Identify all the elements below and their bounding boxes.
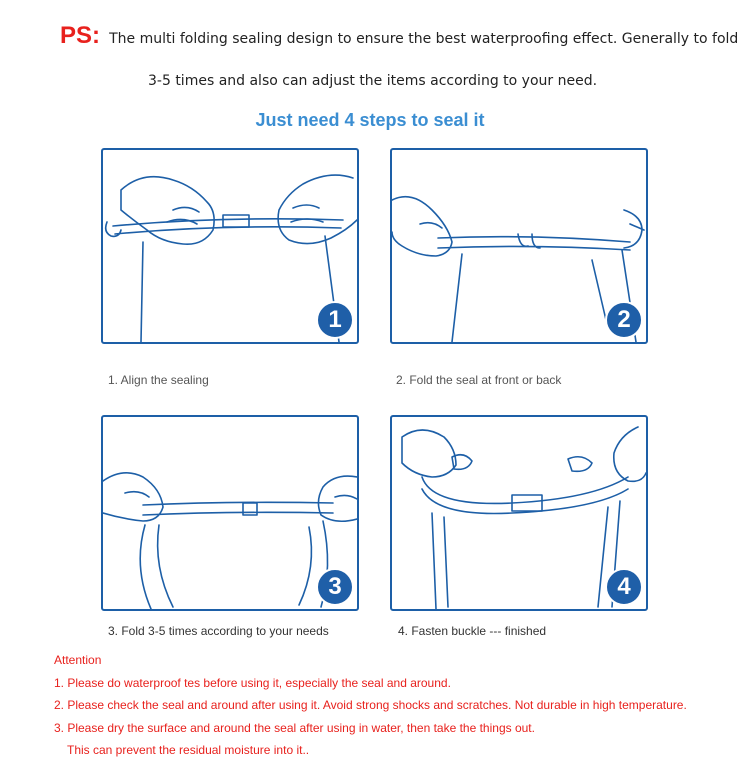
step-3-badge-icon (316, 568, 354, 606)
step-3-number: 3 (328, 573, 342, 600)
ps-text-line-2: 3-5 times and also can adjust the items … (148, 73, 598, 89)
step-4-badge-icon (605, 568, 643, 606)
ps-text-line-1: The multi folding sealing design to ensu… (109, 31, 739, 47)
attention-item-3: 3. Please dry the surface and around the… (54, 720, 535, 735)
step-1-illustration: 1 (101, 148, 359, 344)
ps-label: PS: (60, 22, 101, 49)
step-1-badge-icon (316, 301, 354, 339)
step-2-caption: 2. Fold the seal at front or back (396, 373, 562, 387)
attention-heading: Attention (54, 653, 102, 667)
attention-item-1: 1. Please do waterproof tes before using… (54, 675, 451, 690)
step-1-number: 1 (328, 306, 342, 333)
attention-section: Attention 1. Please do waterproof tes be… (54, 652, 687, 765)
steps-title: Just need 4 steps to seal it (255, 110, 485, 130)
step-2-badge-icon (605, 301, 643, 339)
step-4-caption: 4. Fasten buckle --- finished (398, 624, 547, 638)
attention-item-2: 2. Please check the seal and around afte… (54, 698, 687, 712)
step-4-number: 4 (617, 573, 631, 600)
step-3-caption: 3. Fold 3-5 times according to your need… (108, 624, 329, 638)
step-2-illustration: 2 (390, 148, 648, 344)
step-2-number: 2 (617, 306, 631, 333)
ps-note: PS: The multi folding sealing design to … (60, 22, 740, 50)
step-4-illustration: 4 (390, 415, 648, 611)
attention-item-3-continued: This can prevent the residual moisture i… (67, 743, 310, 757)
step-1-caption: 1. Align the sealing (108, 373, 209, 387)
step-3-illustration: 3 (101, 415, 359, 611)
